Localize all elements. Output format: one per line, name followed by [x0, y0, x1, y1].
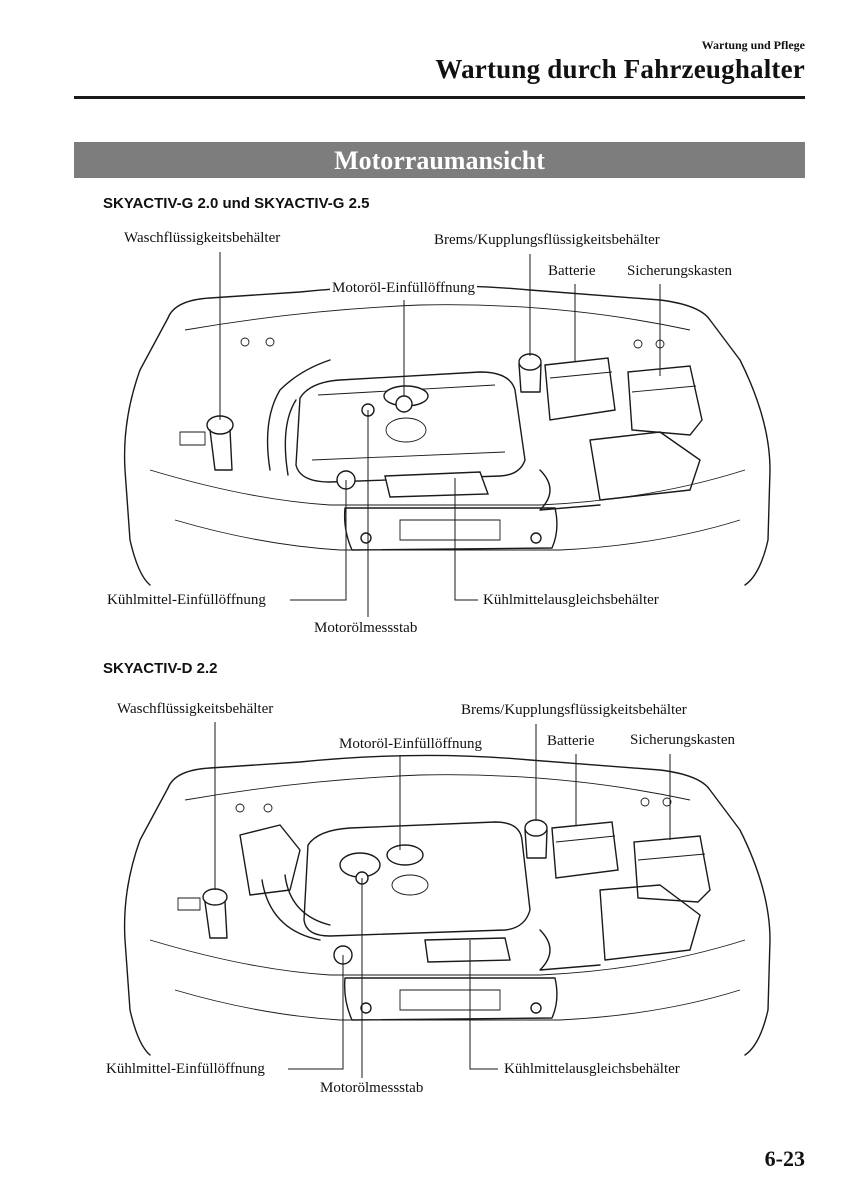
label-fuse-box-2: Sicherungskasten: [628, 732, 737, 749]
label-brake-reservoir-2: Brems/Kupplungsflüssigkeitsbehälter: [459, 702, 689, 719]
section-header: Wartung und Pflege: [701, 38, 805, 52]
page-number: 6-23: [764, 1146, 805, 1171]
label-fuse-box-1: Sicherungskasten: [625, 263, 734, 280]
diagram-1-heading: SKYACTIV-G 2.0 und SKYACTIV-G 2.5: [103, 195, 370, 212]
label-oil-filler-1: Motoröl-Einfüllöffnung: [330, 280, 478, 297]
page-title: Wartung durch Fahrzeughalter: [435, 54, 805, 84]
label-coolant-filler-2: Kühlmittel-Einfüllöffnung: [104, 1061, 267, 1078]
label-dipstick-1: Motorölmessstab: [312, 620, 420, 637]
label-coolant-tank-2: Kühlmittelausgleichsbehälter: [502, 1061, 682, 1078]
label-coolant-filler-1: Kühlmittel-Einfüllöffnung: [105, 592, 268, 609]
section-banner: Motorraumansicht: [74, 142, 805, 178]
label-brake-reservoir-1: Brems/Kupplungsflüssigkeitsbehälter: [432, 232, 662, 249]
label-battery-2: Batterie: [545, 733, 597, 750]
header-rule: [74, 96, 805, 99]
diagram-2-heading: SKYACTIV-D 2.2: [103, 660, 218, 677]
label-oil-filler-2: Motoröl-Einfüllöffnung: [337, 736, 485, 753]
label-washer-reservoir-2: Waschflüssigkeitsbehälter: [115, 701, 276, 718]
label-washer-reservoir-1: Waschflüssigkeitsbehälter: [122, 230, 283, 247]
label-coolant-tank-1: Kühlmittelausgleichsbehälter: [481, 592, 661, 609]
label-dipstick-2: Motorölmessstab: [318, 1080, 426, 1097]
label-battery-1: Batterie: [546, 263, 598, 280]
